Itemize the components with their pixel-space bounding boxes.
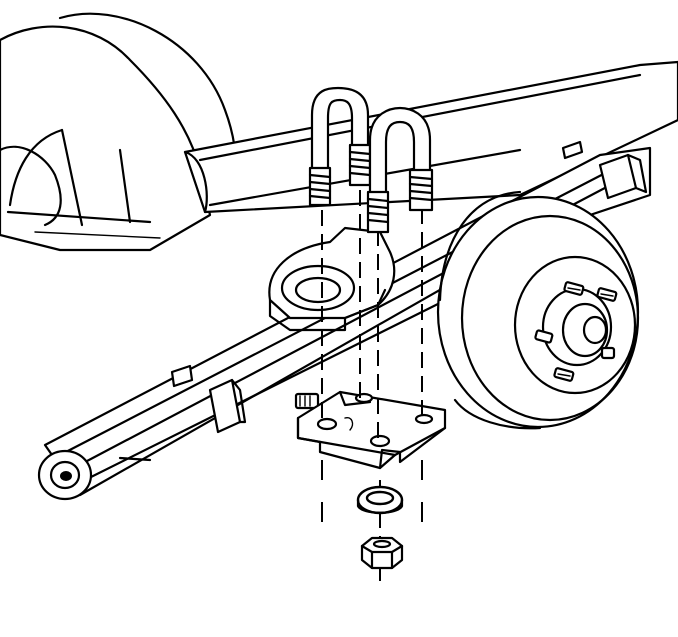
wheel-stud-icon [553, 367, 575, 382]
wheel-stud-icon [596, 287, 618, 302]
wheel-studs [534, 281, 618, 382]
axle-spring-seat [268, 226, 396, 332]
hex-nut-icon [360, 536, 404, 570]
wheel-stud-icon [534, 329, 554, 344]
shock-absorber-stud [294, 392, 320, 410]
u-bolt-icon [366, 106, 434, 234]
spring-clips [170, 140, 648, 434]
u-bolt-icon [308, 86, 372, 207]
u-bolts [308, 86, 434, 234]
differential-housing [0, 12, 237, 252]
wheel-stud-icon [563, 281, 585, 296]
u-bolt-centerlines [321, 190, 423, 588]
wheel-stud-icon [600, 346, 616, 360]
spring-plate [296, 390, 447, 470]
washer-icon [356, 485, 404, 515]
spring-eye [37, 449, 93, 501]
